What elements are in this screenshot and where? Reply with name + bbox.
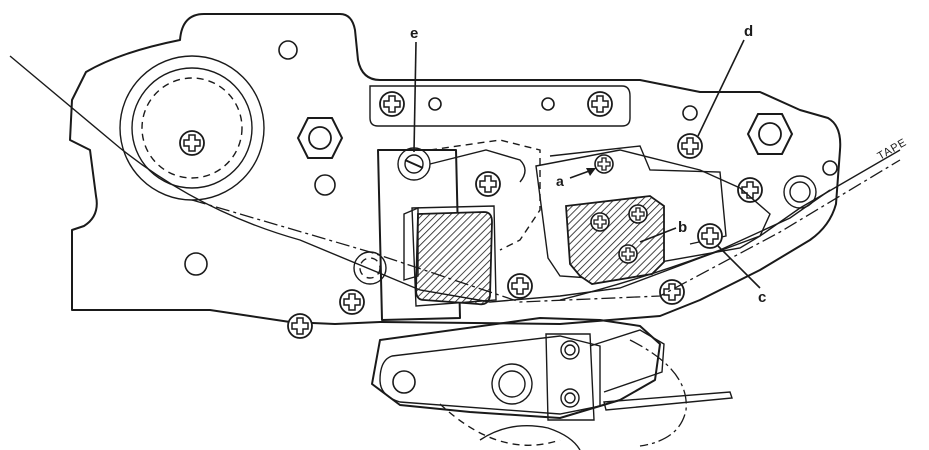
capstan-reel [119,55,265,201]
pinch-pad [415,211,493,306]
tape-path-dashdot [191,159,901,303]
screw-a [594,154,614,174]
label-c: c [758,289,766,306]
adjust-screw-e [397,147,431,181]
head-plate [535,149,771,279]
upper-guide-bar [369,85,631,127]
pinch-arm [429,149,526,183]
screw-d [677,133,703,159]
head-screw [590,212,610,232]
chassis-hole [278,40,298,60]
lower-lever-plate [371,317,661,419]
chassis-hole [822,160,838,176]
leader-c [717,245,761,289]
chassis-plate-outline [69,13,842,325]
head-screw-b [618,244,638,264]
label-b: b [678,219,687,236]
leader-d [697,39,745,137]
label-e: e [410,25,418,42]
screw-c [697,223,723,249]
chassis-hole [184,252,208,276]
lower-lever [379,329,733,450]
chassis-hole [314,174,336,196]
hex-nut-left [297,117,343,159]
chassis-hole [682,105,698,121]
hex-nut-right [747,113,793,155]
label-d: d [744,23,753,40]
head-block-b [565,195,665,285]
leader-e [413,41,417,153]
pinch-pad-frame [411,205,497,307]
mount-screw [507,273,533,299]
head-screw [628,204,648,224]
tape-return-line [559,189,831,301]
leader-a [569,168,596,179]
pinch-pad-bracket [403,206,419,281]
label-tape: TAPE [876,136,910,162]
tape-path [9,55,901,303]
mount-screw [659,279,685,305]
mount-screw [475,171,501,197]
mount-screw [287,313,313,339]
leader-b [639,227,677,243]
label-a: a [556,173,564,189]
mount-screw [339,289,365,315]
